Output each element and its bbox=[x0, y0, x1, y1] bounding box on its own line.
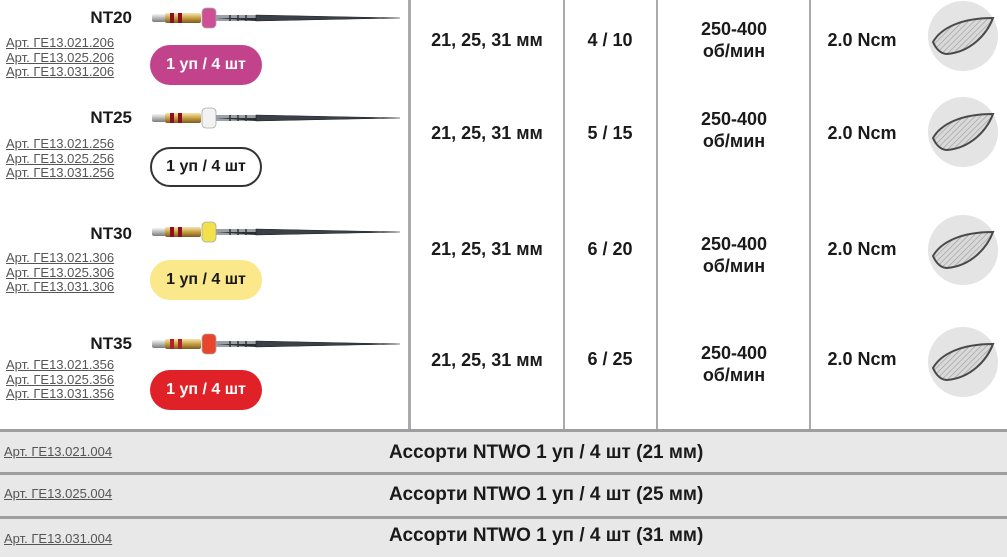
leaf-cross-section-icon bbox=[927, 0, 999, 72]
speed-value: 250-400 об/мин bbox=[659, 233, 809, 277]
assortment-title: Ассорти NTWO 1 уп / 4 шт (21 мм) bbox=[389, 442, 704, 463]
article-list: Арт. ГЕ13.021.356 Арт. ГЕ13.025.356 Арт.… bbox=[6, 357, 115, 402]
assortment-row: Арт. ГЕ13.031.004 Ассорти NTWO 1 уп / 4 … bbox=[0, 519, 1007, 557]
torque-value: 2.0 Ncm bbox=[827, 349, 897, 369]
article-list: Арт. ГЕ13.021.206 Арт. ГЕ13.025.206 Арт.… bbox=[6, 35, 115, 80]
pack-badge: 1 уп / 4 шт bbox=[150, 147, 262, 187]
column-divider bbox=[408, 0, 411, 430]
product-row-nt30: NT30 Арт. ГЕ13.021.306 Арт. ГЕ13.025.306… bbox=[0, 214, 1007, 328]
pack-badge: 1 уп / 4 шт bbox=[150, 45, 262, 85]
article-link[interactable]: Арт. ГЕ13.021.356 bbox=[6, 357, 115, 372]
article-link[interactable]: Арт. ГЕ13.025.356 bbox=[6, 371, 115, 387]
torque-value: 2.0 Ncm bbox=[827, 30, 897, 50]
pack-badge: 1 уп / 4 шт bbox=[150, 260, 262, 300]
assortment-title: Ассорти NTWO 1 уп / 4 шт (25 мм) bbox=[389, 484, 704, 505]
torque-value: 2.0 Ncm bbox=[827, 123, 897, 143]
product-name: NT35 bbox=[90, 334, 132, 353]
speed-value: 250-400 об/мин bbox=[659, 342, 809, 386]
lengths-value: 21, 25, 31 мм bbox=[431, 30, 543, 50]
article-link[interactable]: Арт. ГЕ13.025.206 bbox=[6, 49, 115, 65]
article-link[interactable]: Арт. ГЕ13.021.206 bbox=[6, 35, 115, 50]
column-divider bbox=[563, 0, 565, 430]
leaf-cross-section-icon bbox=[927, 326, 999, 398]
article-link[interactable]: Арт. ГЕ13.025.256 bbox=[6, 150, 115, 166]
column-divider bbox=[656, 0, 658, 430]
lengths-value: 21, 25, 31 мм bbox=[431, 239, 543, 259]
assortment-article-link[interactable]: Арт. ГЕ13.021.004 bbox=[4, 444, 113, 459]
article-link[interactable]: Арт. ГЕ13.031.256 bbox=[6, 165, 115, 180]
leaf-cross-section-icon bbox=[927, 96, 999, 168]
product-row-nt25: NT25 Арт. ГЕ13.021.256 Арт. ГЕ13.025.256… bbox=[0, 96, 1007, 212]
endodontic-file-icon bbox=[150, 332, 402, 356]
row-divider bbox=[0, 516, 1007, 519]
speed-range: 250-400 bbox=[700, 343, 768, 363]
article-link[interactable]: Арт. ГЕ13.031.356 bbox=[6, 386, 115, 401]
article-link[interactable]: Арт. ГЕ13.021.306 bbox=[6, 250, 115, 265]
article-link[interactable]: Арт. ГЕ13.031.206 bbox=[6, 64, 115, 79]
torque-value: 2.0 Ncm bbox=[827, 239, 897, 259]
speed-range: 250-400 bbox=[700, 19, 768, 39]
article-list: Арт. ГЕ13.021.256 Арт. ГЕ13.025.256 Арт.… bbox=[6, 136, 115, 181]
speed-unit: об/мин bbox=[702, 41, 766, 61]
assortment-article-link[interactable]: Арт. ГЕ13.025.004 bbox=[4, 486, 113, 501]
assortment-row: Арт. ГЕ13.021.004 Ассорти NTWO 1 уп / 4 … bbox=[0, 432, 1007, 472]
taper-value: 4 / 10 bbox=[587, 30, 633, 50]
lengths-value: 21, 25, 31 мм bbox=[431, 123, 543, 143]
article-list: Арт. ГЕ13.021.306 Арт. ГЕ13.025.306 Арт.… bbox=[6, 250, 115, 295]
article-link[interactable]: Арт. ГЕ13.031.306 bbox=[6, 279, 115, 294]
row-divider bbox=[0, 472, 1007, 475]
speed-unit: об/мин bbox=[702, 365, 766, 385]
endodontic-file-icon bbox=[150, 6, 402, 30]
article-link[interactable]: Арт. ГЕ13.021.256 bbox=[6, 136, 115, 151]
endodontic-file-icon bbox=[150, 220, 402, 244]
speed-range: 250-400 bbox=[700, 109, 768, 129]
assortment-title: Ассорти NTWO 1 уп / 4 шт (31 мм) bbox=[389, 525, 704, 546]
product-name: NT25 bbox=[90, 108, 132, 127]
taper-value: 6 / 20 bbox=[587, 239, 633, 259]
lengths-value: 21, 25, 31 мм bbox=[431, 350, 543, 370]
section-divider bbox=[0, 429, 1007, 432]
product-name: NT20 bbox=[90, 8, 132, 27]
taper-value: 5 / 15 bbox=[587, 123, 633, 143]
speed-unit: об/мин bbox=[702, 256, 766, 276]
pack-badge: 1 уп / 4 шт bbox=[150, 370, 262, 410]
leaf-cross-section-icon bbox=[927, 214, 999, 286]
assortment-row: Арт. ГЕ13.025.004 Ассорти NTWO 1 уп / 4 … bbox=[0, 475, 1007, 516]
products-table: NT20 Арт. ГЕ13.021.206 Арт. ГЕ13.025.206… bbox=[0, 0, 1007, 430]
assortment-article-link[interactable]: Арт. ГЕ13.031.004 bbox=[4, 531, 113, 546]
speed-value: 250-400 об/мин bbox=[659, 108, 809, 152]
product-name: NT30 bbox=[90, 224, 132, 243]
product-row-nt35: NT35 Арт. ГЕ13.021.356 Арт. ГЕ13.025.356… bbox=[0, 326, 1007, 438]
article-link[interactable]: Арт. ГЕ13.025.306 bbox=[6, 264, 115, 280]
speed-value: 250-400 об/мин bbox=[659, 18, 809, 62]
speed-unit: об/мин bbox=[702, 131, 766, 151]
taper-value: 6 / 25 bbox=[587, 349, 633, 369]
product-row-nt20: NT20 Арт. ГЕ13.021.206 Арт. ГЕ13.025.206… bbox=[0, 0, 1007, 112]
speed-range: 250-400 bbox=[700, 234, 768, 254]
endodontic-file-icon bbox=[150, 106, 402, 130]
column-divider bbox=[809, 0, 811, 430]
